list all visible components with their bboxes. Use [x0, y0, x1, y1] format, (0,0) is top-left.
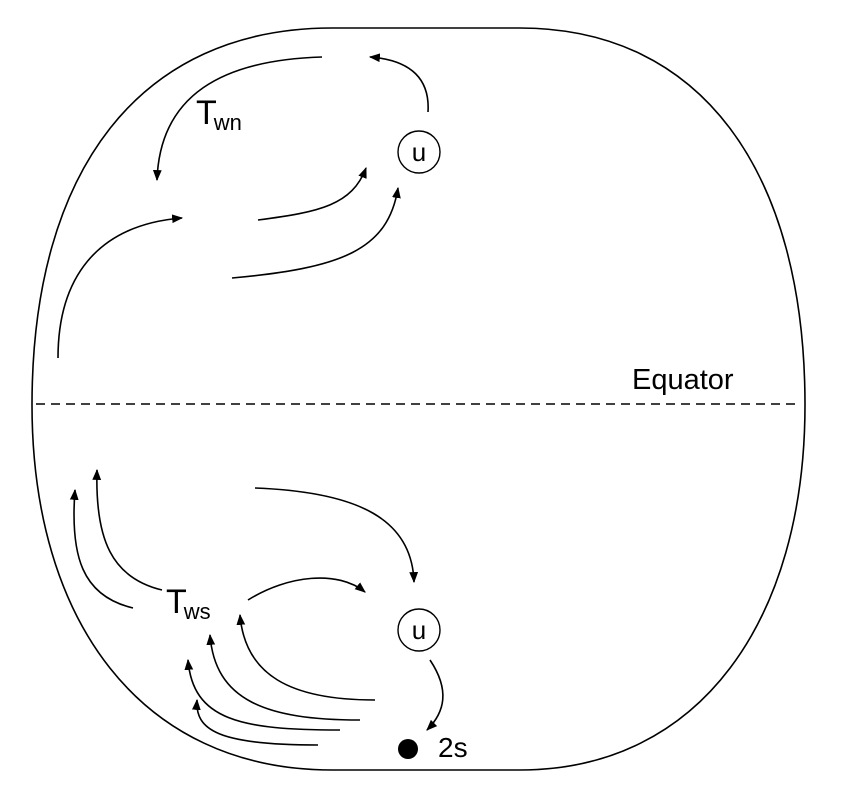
western-boundary-rise-arrow: [57, 214, 184, 359]
south-western-arrow-outer: [69, 488, 134, 609]
south-return-arrow-4: [191, 698, 319, 746]
north-flow-to-u-upper: [257, 166, 367, 221]
north-loop-arrow-top: [368, 53, 429, 113]
u-north-circle: [397, 130, 441, 174]
t-ws-label: Tws: [166, 583, 211, 624]
u-south-circle: [397, 608, 441, 652]
t-wn-label: Twn: [196, 94, 242, 135]
north-flow-to-u-lower: [231, 186, 401, 279]
point-2s-dot: [398, 739, 418, 759]
u-south-to-point-arrow: [426, 659, 444, 731]
equator-label: Equator: [632, 364, 734, 396]
south-tws-to-u-arrow: [247, 577, 366, 601]
south-western-arrow-inner: [92, 468, 163, 591]
south-return-arrow-2: [206, 633, 361, 721]
u-south-label: u: [412, 615, 426, 645]
point-2s-label: 2s: [438, 732, 468, 763]
u-north-label: u: [412, 137, 426, 167]
basin-outline: [31, 27, 806, 771]
south-upper-flow-to-u: [254, 487, 419, 584]
north-loop-arrow-left: [152, 56, 323, 182]
south-return-arrow-1: [236, 613, 376, 701]
south-return-arrow-3: [184, 658, 341, 731]
